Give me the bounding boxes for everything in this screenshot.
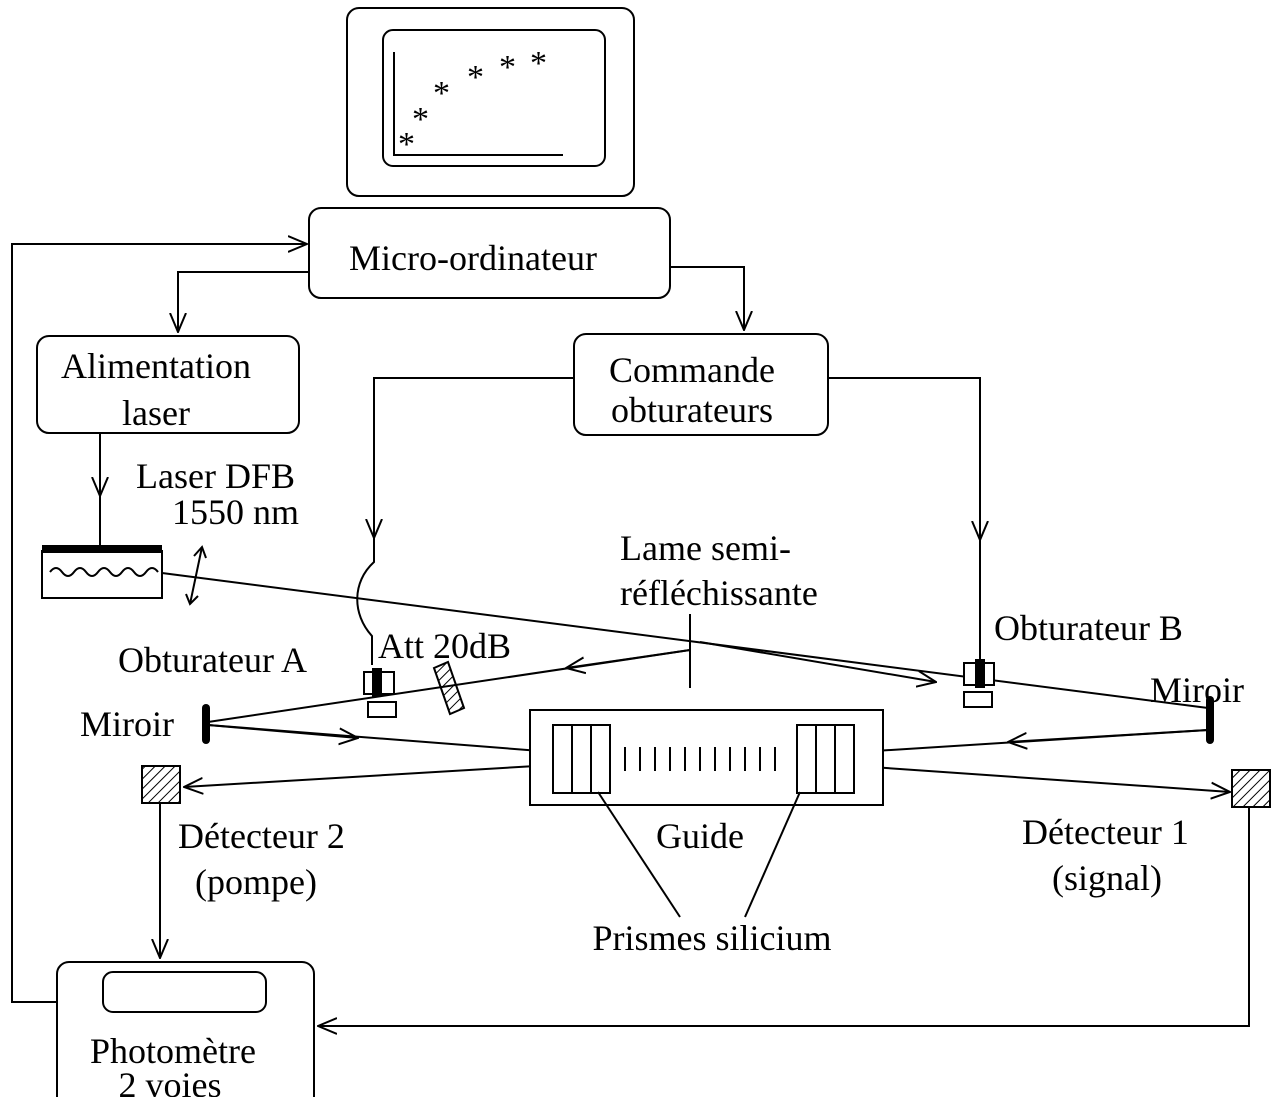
detecteur1-label-2: (signal) xyxy=(1052,858,1162,898)
grating-wave xyxy=(49,567,159,577)
plot-marker: * xyxy=(398,126,415,163)
mirror-left: Miroir xyxy=(80,704,210,744)
prism-right xyxy=(796,724,855,794)
photometre-label-2: 2 voies xyxy=(119,1065,222,1097)
photometre-display xyxy=(102,971,267,1013)
commande-label-2: obturateurs xyxy=(611,390,773,430)
computer-monitor: * * * * * * xyxy=(346,7,635,197)
att-label: Att 20dB xyxy=(378,626,511,666)
obturateur-a-label: Obturateur A xyxy=(118,640,307,680)
obturateur-b-label: Obturateur B xyxy=(994,608,1183,648)
lens-icon xyxy=(185,545,207,606)
plot-marker: * xyxy=(467,59,484,96)
lame-label-1: Lame semi- xyxy=(620,528,791,568)
miroir-left-label: Miroir xyxy=(80,704,174,744)
plot-marker: * xyxy=(433,75,450,112)
lame-label-2: réfléchissante xyxy=(620,573,818,613)
detecteur-2: Détecteur 2 (pompe) xyxy=(141,765,345,902)
attenuator: Att 20dB xyxy=(378,626,511,716)
prismes-label: Prismes silicium xyxy=(592,918,831,958)
micro-ordinateur-label: Micro-ordinateur xyxy=(349,238,597,278)
alimentation-laser-box: Alimentation laser xyxy=(36,335,300,434)
laser-label-2: 1550 nm xyxy=(172,492,299,532)
plot-marker: * xyxy=(499,49,516,86)
commande-obturateurs-box: Commande obturateurs xyxy=(573,333,829,436)
mirror-right: Miroir xyxy=(1150,670,1244,744)
plot-marker: * xyxy=(530,45,547,82)
obturateur-b: Obturateur B xyxy=(963,608,1183,708)
micro-ordinateur-box: Micro-ordinateur xyxy=(308,207,671,299)
laser-dfb: Laser DFB 1550 nm xyxy=(41,456,299,599)
detecteur2-label-1: Détecteur 2 xyxy=(178,816,345,856)
detecteur-1: Détecteur 1 (signal) xyxy=(1022,769,1271,898)
obturateur-a: Obturateur A xyxy=(118,640,397,718)
prism-left xyxy=(552,724,611,794)
beam-splitter: Lame semi- réfléchissante xyxy=(620,528,818,688)
guide-label: Guide xyxy=(656,816,744,856)
miroir-right-label: Miroir xyxy=(1150,670,1244,710)
alimentation-label-1: Alimentation xyxy=(61,346,251,386)
guide-grating xyxy=(624,747,776,771)
control-wiring xyxy=(11,244,1250,1026)
screen-plot-markers: * * * * * * xyxy=(398,45,547,163)
alimentation-label-2: laser xyxy=(122,393,190,433)
photometre-box: Photomètre 2 voies xyxy=(56,961,315,1097)
photometre-label-1: Photomètre xyxy=(90,1031,256,1071)
waveguide: Guide xyxy=(529,709,884,856)
prismes-label-group: Prismes silicium xyxy=(592,791,832,958)
detecteur1-label-1: Détecteur 1 xyxy=(1022,812,1189,852)
detecteur2-label-2: (pompe) xyxy=(195,862,317,902)
plot-marker: * xyxy=(412,101,429,138)
commande-label-1: Commande xyxy=(609,350,775,390)
laser-label-1: Laser DFB xyxy=(136,456,295,496)
